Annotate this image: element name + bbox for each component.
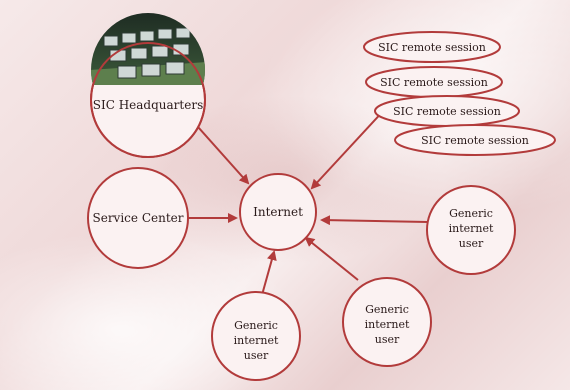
remote-session-label: SIC remote session [393, 105, 501, 118]
remote-session-label: SIC remote session [421, 134, 529, 147]
computer-lab-photo-icon [91, 13, 205, 85]
connections [188, 107, 429, 296]
generic-user-label-line: Generic [449, 207, 493, 220]
internet-label: Internet [253, 205, 303, 219]
generic-user-label-line: Generic [365, 303, 409, 316]
generic-user-label-line: internet [449, 222, 494, 235]
generic-user-label-line: internet [234, 334, 279, 347]
remote-session-label: SIC remote session [380, 76, 488, 89]
node-sic-headquarters: SIC Headquarters [90, 13, 206, 158]
node-internet: Internet [239, 173, 317, 251]
arrow-hq-to-internet [189, 117, 250, 185]
node-remote-session: SIC remote session [363, 31, 501, 63]
generic-user-label-line: internet [365, 318, 410, 331]
generic-user-label-line: Generic [234, 319, 278, 332]
node-generic-user-right: Generic internet user [426, 185, 516, 275]
node-generic-user-bottom-right: Generic internet user [342, 277, 432, 367]
generic-user-label-line: user [244, 349, 269, 362]
arrow-user-bottom-left-to-internet [261, 250, 277, 296]
generic-user-label-line: user [375, 333, 400, 346]
arrow-user-bottom-right-to-internet [304, 236, 359, 281]
headquarters-label: SIC Headquarters [93, 98, 203, 112]
node-remote-session: SIC remote session [374, 95, 520, 127]
node-generic-user-bottom-left: Generic internet user [211, 291, 301, 381]
node-service-center: Service Center [87, 167, 189, 269]
remote-session-label: SIC remote session [378, 41, 486, 54]
remote-sessions: SIC remote session SIC remote session SI… [363, 31, 556, 156]
node-remote-session: SIC remote session [394, 124, 556, 156]
service-center-label: Service Center [93, 211, 184, 225]
arrow-remote-to-internet [310, 107, 387, 190]
arrow-user-right-to-internet [320, 215, 429, 226]
node-remote-session: SIC remote session [365, 66, 503, 98]
generic-user-label-line: user [459, 237, 484, 250]
